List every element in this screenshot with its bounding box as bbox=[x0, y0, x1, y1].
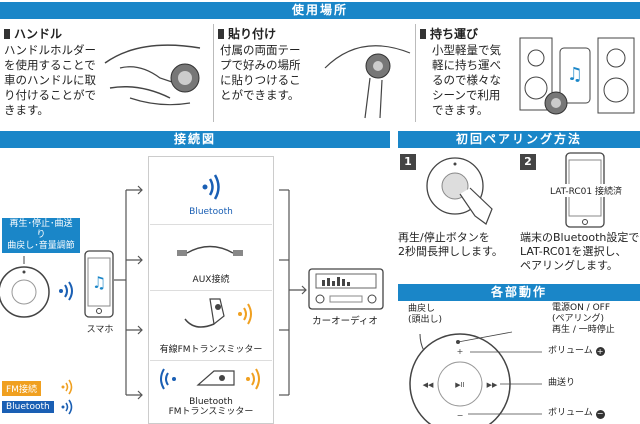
bluetooth-wave-icon bbox=[59, 281, 73, 301]
usage-header: 使用場所 bbox=[0, 2, 640, 19]
legend-fm-tag: FM接続 bbox=[2, 381, 41, 396]
bluetooth-option-label: Bluetooth bbox=[189, 207, 233, 217]
square-bullet-icon bbox=[218, 29, 224, 39]
next-track-label: 曲送り bbox=[548, 378, 576, 388]
divider bbox=[150, 224, 272, 225]
steering-wheel-illustration bbox=[104, 44, 201, 106]
smartphone-illustration: ♫ bbox=[84, 250, 114, 318]
aux-cable-icon bbox=[177, 245, 243, 256]
pairing-header: 初回ペアリング方法 bbox=[398, 131, 640, 148]
square-bullet-icon bbox=[4, 29, 10, 39]
fm-transmitter-bluetooth-icon bbox=[160, 368, 260, 390]
svg-text:▶▶: ▶▶ bbox=[487, 381, 498, 389]
aux-option-label: AUX接続 bbox=[192, 275, 230, 285]
speaker-phone-illustration: ♫ bbox=[519, 37, 635, 115]
svg-text:▶II: ▶II bbox=[455, 381, 465, 389]
dashboard-mount-illustration bbox=[324, 45, 411, 119]
divider bbox=[150, 290, 272, 291]
svg-text:◀◀: ◀◀ bbox=[423, 381, 434, 389]
usage-handle-title: ハンドル bbox=[4, 25, 62, 42]
bluetooth-wave-icon bbox=[61, 399, 73, 415]
square-bullet-icon bbox=[420, 29, 426, 39]
connection-header: 接続図 bbox=[0, 131, 390, 148]
minus-circle-icon: − bbox=[595, 409, 605, 419]
fm-wired-option-label: 有線FMトランスミッター bbox=[159, 345, 263, 355]
remote-function-label: 再生･停止･曲送り曲戻し･音量調節 bbox=[2, 218, 80, 253]
car-audio-label: カーオーディオ bbox=[312, 316, 378, 327]
pairing-screen-text: LAT-RC01 接続済 bbox=[538, 184, 634, 197]
legend-bluetooth-tag: Bluetooth bbox=[2, 401, 54, 413]
parts-header: 各部動作 bbox=[398, 284, 640, 301]
fm-transmitter-wired-icon bbox=[184, 298, 252, 328]
svg-text:♫: ♫ bbox=[92, 273, 106, 292]
usage-carry-text: 小型軽量で気軽に持ち運べるので様々なシーンで利用できます。 bbox=[432, 43, 501, 117]
usage-carry-title: 持ち運び bbox=[420, 25, 478, 42]
pairing-remote-illustration bbox=[426, 157, 493, 225]
divider bbox=[415, 24, 416, 122]
usage-handle-text: ハンドルホルダーを使用することで車のハンドルに取り付けることができます。 bbox=[4, 43, 96, 117]
divider bbox=[213, 24, 214, 122]
prev-track-label: 曲戻し(頭出し) bbox=[408, 304, 443, 325]
volume-up-label: ボリューム + bbox=[548, 346, 605, 356]
usage-paste-title: 貼り付け bbox=[218, 25, 276, 42]
connection-lines bbox=[114, 185, 307, 400]
svg-text:−: − bbox=[457, 411, 464, 420]
smartphone-label: スマホ bbox=[86, 325, 114, 335]
volume-down-label: ボリューム − bbox=[548, 408, 605, 419]
fm-wave-icon bbox=[61, 379, 73, 395]
remote-control-illustration bbox=[0, 256, 50, 318]
plus-circle-icon: + bbox=[595, 347, 605, 356]
step-2-badge: 2 bbox=[520, 154, 536, 170]
bluetooth-wave-icon bbox=[202, 174, 220, 200]
car-audio-illustration bbox=[308, 268, 384, 310]
svg-text:♫: ♫ bbox=[567, 64, 583, 85]
divider bbox=[150, 360, 272, 361]
remote-parts-diagram: + ◀◀ ▶II ▶▶ − bbox=[409, 331, 542, 424]
power-label: 電源ON / OFF(ペアリング)再生 / 一時停止 bbox=[552, 303, 615, 335]
svg-text:+: + bbox=[457, 347, 464, 356]
usage-paste-text: 付属の両面テープで好みの場所に貼りつけることができます。 bbox=[220, 43, 301, 102]
step-1-badge: 1 bbox=[400, 154, 416, 170]
